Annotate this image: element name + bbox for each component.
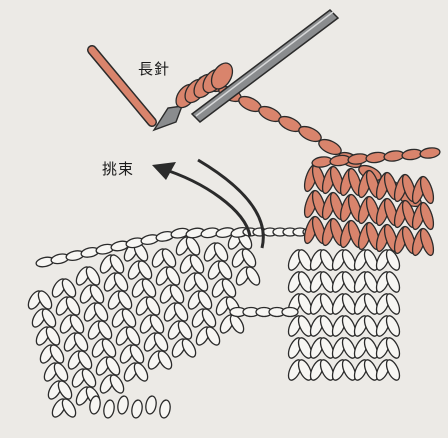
orange-chain-loop xyxy=(311,156,332,169)
stitch-loop xyxy=(145,395,158,414)
chain-loop xyxy=(282,308,298,317)
orange-chain-loop xyxy=(383,150,404,163)
stitch-loop xyxy=(131,399,144,418)
hook-shaft xyxy=(192,10,338,122)
hook-tip xyxy=(154,106,182,130)
orange-chain-loop xyxy=(365,151,386,164)
back-loop-label: 挑束 xyxy=(102,158,134,179)
hook-highlight xyxy=(196,12,333,116)
stitch-loop xyxy=(117,395,130,414)
white-crochet-fabric xyxy=(26,226,403,419)
stitch-loop xyxy=(159,399,172,418)
orange-chain-loop xyxy=(401,148,422,161)
orange-chain-loop xyxy=(419,147,440,160)
long-stitch-label: 長針 xyxy=(138,58,170,79)
crochet-hook xyxy=(192,10,338,122)
stitch-loop xyxy=(103,399,116,418)
arrow-curve-left xyxy=(160,168,250,236)
